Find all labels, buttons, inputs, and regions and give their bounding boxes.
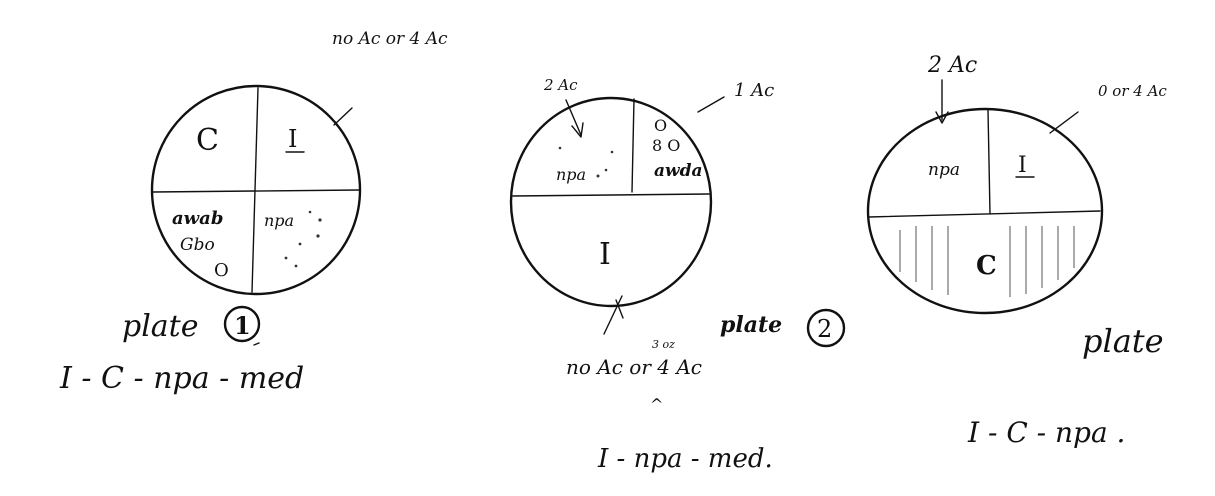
plate-2-circle [511,98,711,306]
plate-2-formula: I - npa - med. [597,444,773,474]
plate-2-top-right-line2: 8 O [652,136,680,155]
plate-1-quadrant-c: C [196,123,219,158]
plate-2-top-left-text: npa [556,165,586,184]
plate-1-quadrant-i: I [288,125,297,153]
plate-2-bottom-small-label: 3 oz [652,338,675,351]
plate-2-plate-label: plate [720,312,782,338]
plate-3-horizontal-divider [869,211,1100,217]
plate-3-right-label: 0 or 4 Ac [1098,82,1167,100]
plate-1-bottom-left-line2: Gbo [180,235,215,255]
plate-1-bottom-left-line1: awab [172,208,223,229]
plate-2-horizontal-divider [513,194,709,196]
plate-2-top-right-line1: O [654,116,667,135]
plate-2-bottom-label: no Ac or 4 Ac [566,355,702,379]
plate-2-right-label: 1 Ac [734,80,774,101]
plate-2-left-arrow-label: 2 Ac [543,76,578,94]
plate-1: no Ac or 4 Ac C I awab Gbo O npa plate 1… [59,29,448,396]
plate-2-lower-half-i: I [599,237,611,272]
plate-3: 2 Ac 0 or 4 Ac npa I C plate I - C - npa… [868,53,1167,449]
plate-3-plate-label: plate [1082,322,1164,360]
plate-2-top-right-line3: awda [654,161,703,181]
plate-3-vertical-divider [988,110,990,214]
plate-1-plate-number: 1 [234,311,251,340]
plate-2: 2 Ac 1 Ac npa O 8 O awda I 3 oz no Ac or… [511,76,844,474]
plate-3-lower-half-c: C [976,251,997,281]
plate-3-top-left-text: npa [928,160,960,180]
plate-1-plate-label: plate [122,309,199,344]
stray-mark [254,343,259,345]
plate-3-top-right-i: I [1018,153,1027,178]
plate-3-formula: I - C - npa . [967,416,1125,449]
plate-1-top-label: no Ac or 4 Ac [332,29,448,49]
plate-1-horizontal-divider [153,190,359,192]
plate-2-bottom-pointer [604,296,622,334]
plate-3-top-arrow-label: 2 Ac [927,53,977,78]
plate-1-formula: I - C - npa - med [59,361,304,396]
plate-1-vertical-divider [252,88,258,292]
plate-1-bottom-right: npa [264,211,294,230]
plate-3-circle [868,109,1102,313]
plate-2-caret: ^ [650,395,663,414]
plate-1-pointer [334,108,352,125]
plate-2-right-pointer [698,97,724,112]
plate-1-bottom-left-line3: O [214,260,229,281]
plate-3-right-pointer [1050,112,1078,133]
plate-2-vertical-divider [632,99,634,192]
plate-2-plate-number: 2 [817,315,832,343]
